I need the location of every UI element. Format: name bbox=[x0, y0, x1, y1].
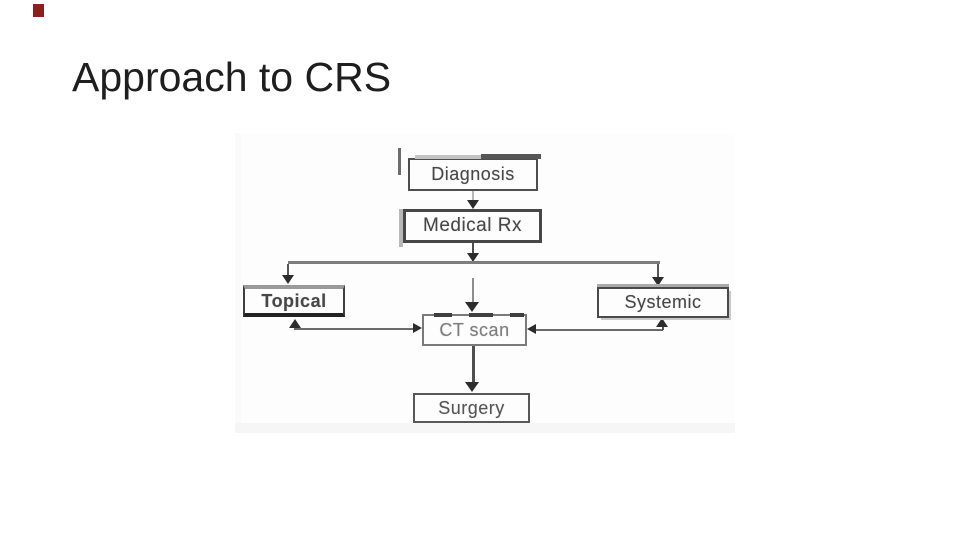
box-top-dash bbox=[510, 313, 524, 317]
flowchart-node-surgery: Surgery bbox=[413, 393, 530, 423]
box-top-shade-gray bbox=[597, 284, 729, 287]
flowchart-image: Diagnosis Medical Rx Topical Systemic CT… bbox=[235, 133, 735, 433]
box-top-dash bbox=[434, 313, 452, 317]
arrow-down-icon bbox=[467, 200, 479, 209]
node-label-systemic: Systemic bbox=[624, 292, 702, 312]
connector-systemic-ctscan bbox=[536, 329, 663, 331]
page-title: Approach to CRS bbox=[72, 54, 392, 100]
connector-diagnosis-medical bbox=[472, 191, 474, 203]
connector-branch-systemic bbox=[657, 264, 659, 277]
arrow-up-icon bbox=[289, 319, 301, 328]
connector-medical-branch bbox=[472, 243, 474, 255]
branch-line bbox=[288, 261, 660, 264]
connector-systemic-ctscan-stub bbox=[662, 326, 664, 330]
node-label-topical: Topical bbox=[261, 290, 327, 311]
connector-ctscan-surgery bbox=[472, 346, 475, 383]
arrow-right-icon bbox=[413, 323, 422, 333]
arrow-down-icon bbox=[465, 382, 479, 392]
node-label-surgery: Surgery bbox=[438, 397, 505, 418]
slide-accent-mark bbox=[33, 4, 44, 17]
flowchart-node-medical-rx: Medical Rx bbox=[399, 209, 542, 247]
arrow-down-icon bbox=[467, 253, 479, 262]
scan-edge-bottom bbox=[235, 423, 735, 433]
arrow-down-icon bbox=[465, 302, 479, 312]
node-label-diagnosis: Diagnosis bbox=[431, 164, 515, 184]
connector-branch-topical bbox=[287, 264, 289, 276]
box-top-shade-gray bbox=[415, 155, 485, 159]
arrow-up-icon bbox=[656, 318, 668, 327]
box-top-dash bbox=[469, 313, 493, 317]
scan-artifact-bar bbox=[398, 148, 401, 175]
arrow-down-icon bbox=[282, 275, 294, 284]
connector-topical-ctscan bbox=[294, 328, 415, 330]
scan-edge-left bbox=[235, 133, 241, 433]
flowchart-node-ct-scan: CT scan bbox=[422, 313, 527, 346]
node-label-ct-scan: CT scan bbox=[439, 319, 510, 340]
node-label-medical-rx: Medical Rx bbox=[423, 215, 522, 236]
flowchart-node-systemic: Systemic bbox=[597, 284, 729, 318]
flowchart-node-topical: Topical bbox=[243, 285, 345, 317]
arrow-left-icon bbox=[527, 324, 536, 334]
arrow-down-icon bbox=[652, 277, 664, 286]
box-left-shade bbox=[399, 209, 403, 247]
connector-branch-ctscan bbox=[472, 278, 474, 302]
flowchart-node-diagnosis: Diagnosis bbox=[408, 154, 541, 191]
box-top-shade-dark bbox=[480, 154, 541, 159]
